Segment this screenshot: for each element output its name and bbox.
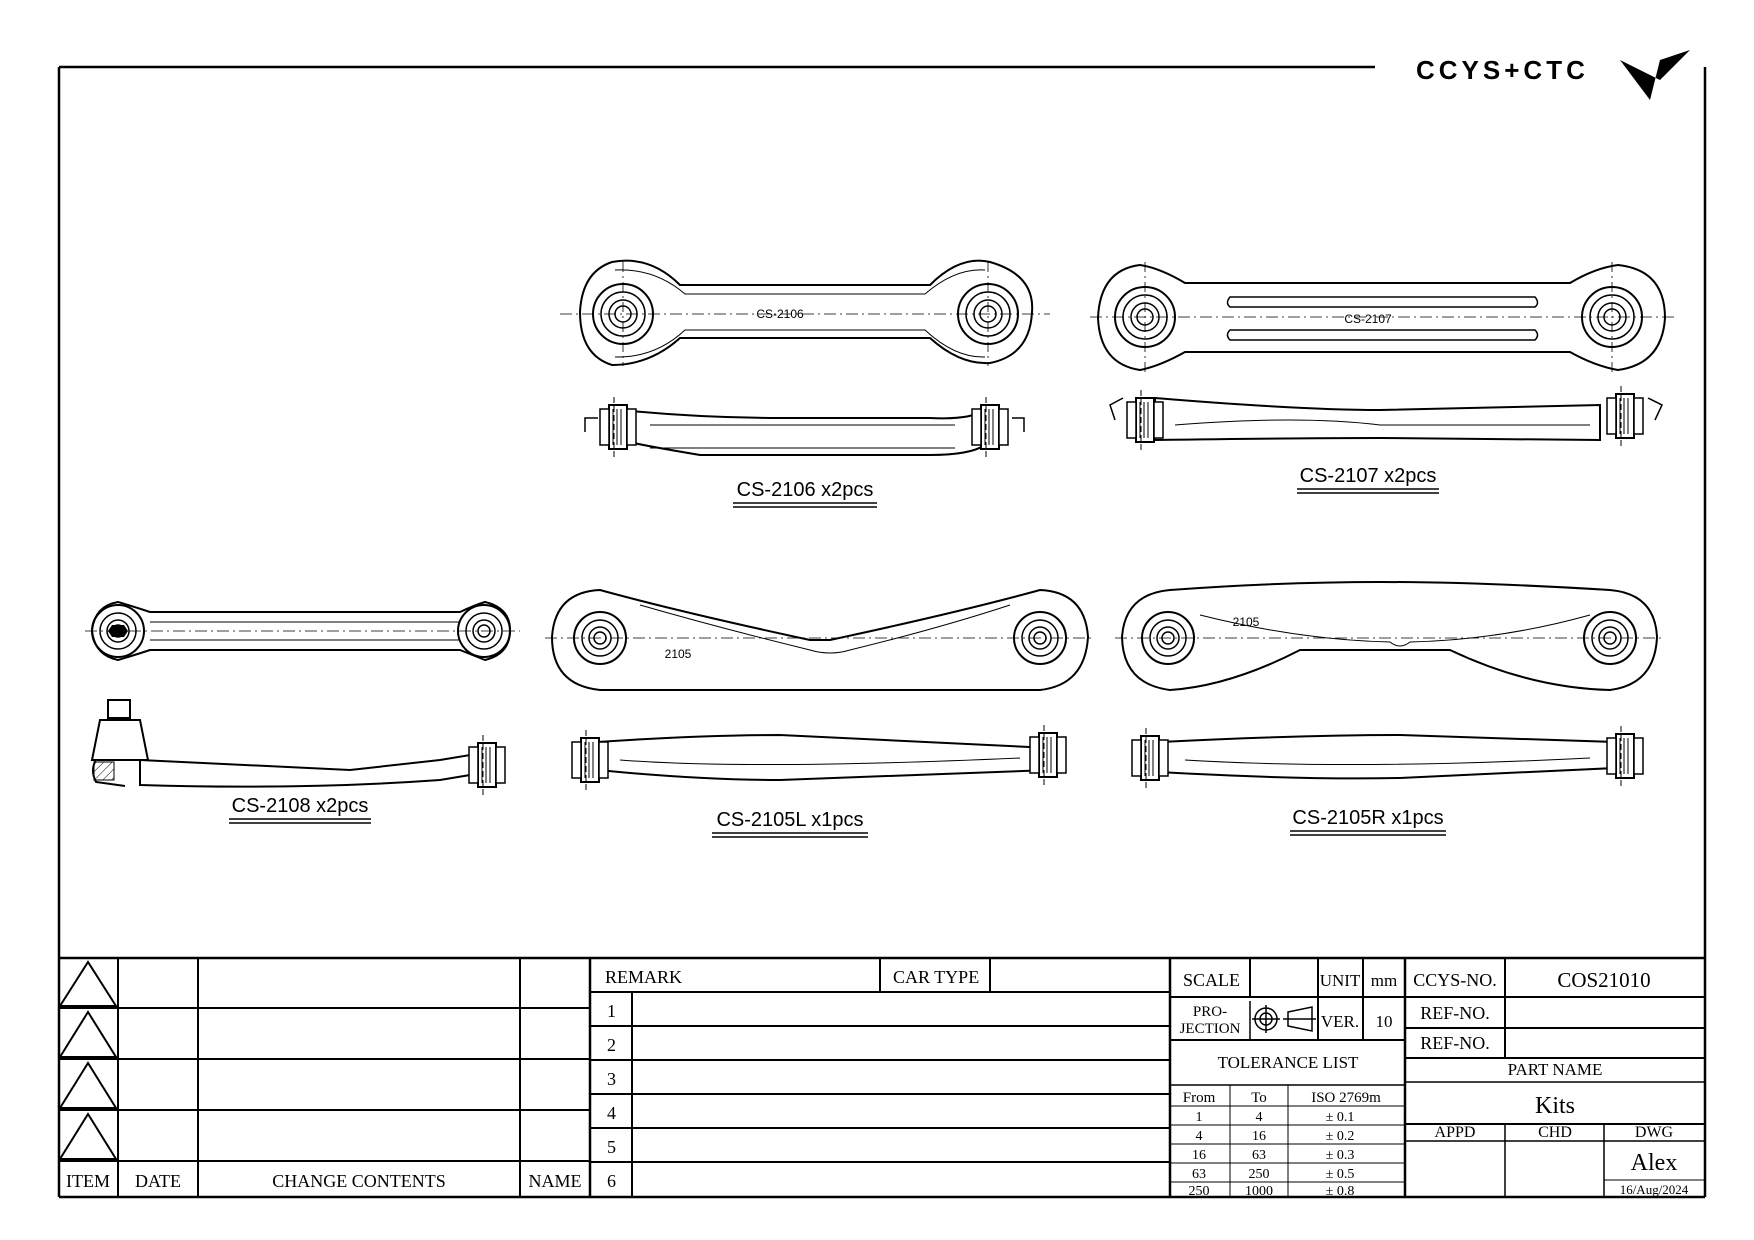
tolerance-value: ± 0.1 <box>1326 1110 1355 1125</box>
tolerance-from: 250 <box>1189 1184 1210 1199</box>
ccys-no-label: CCYS-NO. <box>1413 970 1497 990</box>
tolerance-to: 250 <box>1249 1167 1270 1182</box>
part-title-cs-2106: CS-2106 x2pcs <box>737 479 874 501</box>
brand-logo: CCYS+CTC <box>1416 50 1690 100</box>
tolerance-title: TOLERANCE LIST <box>1218 1053 1359 1072</box>
part-title-cs-2108: CS-2108 x2pcs <box>232 795 369 817</box>
header-change-contents: CHANGE CONTENTS <box>272 1171 446 1191</box>
tolerance-to: 4 <box>1256 1110 1263 1125</box>
dwg-value: Alex <box>1631 1150 1678 1176</box>
projection-symbol-icon <box>1252 1005 1316 1033</box>
part-title-cs-2105r: CS-2105R x1pcs <box>1292 807 1443 829</box>
remark-row-number: 2 <box>607 1035 616 1055</box>
tolerance-col-iso: ISO 2769m <box>1311 1090 1381 1106</box>
part-cs-2108-side-view <box>90 699 506 796</box>
revision-table <box>58 958 592 1197</box>
unit-label: UNIT <box>1320 971 1361 990</box>
part-label-cs-2105l: CS-2105L x1pcs <box>712 809 868 838</box>
title-block-grid <box>1170 958 1705 1197</box>
tolerance-to: 16 <box>1252 1129 1266 1144</box>
projection-label-2: JECTION <box>1180 1021 1241 1037</box>
ver-label: VER. <box>1321 1012 1359 1031</box>
tolerance-from: 4 <box>1196 1129 1203 1144</box>
projection-label-1: PRO- <box>1193 1004 1227 1020</box>
header-name: NAME <box>529 1171 582 1191</box>
remark-label: REMARK <box>605 967 682 987</box>
part-label-cs-2108: CS-2108 x2pcs <box>229 795 371 824</box>
tolerance-from: 63 <box>1192 1167 1206 1182</box>
appd-label: APPD <box>1435 1124 1476 1141</box>
revision-triangle-icon <box>58 1112 118 1160</box>
part-mark-cs-2106: CS-2106 <box>756 307 804 321</box>
sheet-border <box>57 65 1707 1199</box>
tolerance-value: ± 0.3 <box>1326 1148 1355 1163</box>
title-block-text: SCALE UNIT mm PRO- JECTION VER. 10 TOLER… <box>1180 968 1689 1199</box>
remark-row-number: 5 <box>607 1137 616 1157</box>
tolerance-value: ± 0.5 <box>1326 1167 1355 1182</box>
tolerance-from: 16 <box>1192 1148 1206 1163</box>
car-type-label: CAR TYPE <box>893 967 979 987</box>
revision-table-headers: ITEM DATE CHANGE CONTENTS NAME <box>66 1171 582 1191</box>
remark-row-number: 3 <box>607 1069 616 1089</box>
part-cs-2108-top-view <box>85 600 520 662</box>
drawing-date: 16/Aug/2024 <box>1620 1182 1689 1197</box>
scale-label: SCALE <box>1183 970 1240 990</box>
part-title-cs-2105l: CS-2105L x1pcs <box>716 809 863 831</box>
part-label-cs-2107: CS-2107 x2pcs <box>1297 465 1439 494</box>
part-cs-2105r-top-view: 2105 <box>1115 580 1665 692</box>
part-cs-2105l-top-view: 2105 <box>545 588 1095 692</box>
part-cs-2107-side-view <box>1109 385 1663 451</box>
ref-no-label-2: REF-NO. <box>1420 1033 1490 1053</box>
part-name-value: Kits <box>1535 1093 1575 1119</box>
remark-table-text: REMARK CAR TYPE 1 2 3 4 5 6 <box>605 967 979 1191</box>
part-cs-2106-top-view: CS-2106 <box>560 259 1050 367</box>
ver-value: 10 <box>1376 1012 1393 1031</box>
header-date: DATE <box>135 1171 181 1191</box>
part-mark-cs-2107: CS-2107 <box>1344 312 1392 326</box>
revision-triangle-icon <box>58 1010 118 1058</box>
part-title-cs-2107: CS-2107 x2pcs <box>1300 465 1437 487</box>
part-cs-2106-side-view <box>584 396 1025 458</box>
dwg-label: DWG <box>1635 1124 1674 1141</box>
tolerance-from: 1 <box>1196 1110 1203 1125</box>
logo-mark-icon <box>1620 50 1690 100</box>
part-cs-2105r-side-view <box>1131 725 1644 789</box>
part-label-cs-2105r: CS-2105R x1pcs <box>1290 807 1446 836</box>
tolerance-to: 63 <box>1252 1148 1266 1163</box>
unit-value: mm <box>1371 971 1397 990</box>
remark-table <box>590 958 1172 1197</box>
part-cs-2105l-side-view <box>571 724 1067 791</box>
header-item: ITEM <box>66 1171 110 1191</box>
tolerance-to: 1000 <box>1245 1184 1273 1199</box>
part-name-label: PART NAME <box>1508 1060 1603 1079</box>
tolerance-col-to: To <box>1251 1090 1267 1106</box>
part-cs-2107-top-view: CS-2107 <box>1090 262 1675 372</box>
tolerance-value: ± 0.2 <box>1326 1129 1355 1144</box>
tolerance-col-from: From <box>1183 1090 1216 1106</box>
revision-triangle-icon <box>58 960 118 1007</box>
chd-label: CHD <box>1538 1124 1572 1141</box>
part-mark-cs-2105l: 2105 <box>665 647 692 661</box>
part-mark-cs-2105r: 2105 <box>1233 615 1260 629</box>
revision-triangle-icon <box>58 1061 118 1109</box>
remark-row-number: 1 <box>607 1001 616 1021</box>
ccys-no-value: COS21010 <box>1557 968 1650 992</box>
tolerance-value: ± 0.8 <box>1326 1184 1355 1199</box>
part-label-cs-2106: CS-2106 x2pcs <box>733 479 877 508</box>
brand-logo-text: CCYS+CTC <box>1416 55 1589 85</box>
ref-no-label: REF-NO. <box>1420 1003 1490 1023</box>
remark-row-number: 6 <box>607 1171 616 1191</box>
remark-row-number: 4 <box>607 1103 616 1123</box>
